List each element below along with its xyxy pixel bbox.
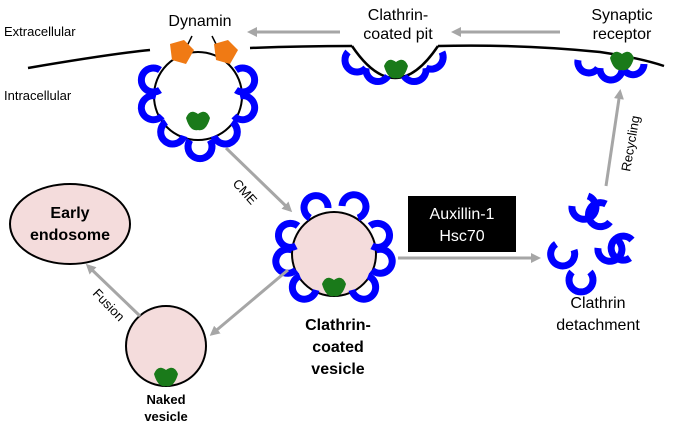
dynamin-icon-left [170, 40, 194, 64]
clathrin-coated-vesicle-label-2: coated [312, 339, 364, 356]
clathrin-detachment-label-2: detachment [556, 317, 640, 334]
clathrin-coated-pit-label-2: coated pit [363, 26, 433, 43]
naked-vesicle-label-1: Naked [146, 392, 185, 407]
recycling-label: Recycling [618, 114, 643, 172]
clathrin-coated-pit-label-1: Clathrin- [368, 7, 428, 24]
arrow-fusion [85, 263, 142, 318]
auxillin-label: Auxillin-1 [430, 206, 495, 223]
hsc70-label: Hsc70 [439, 228, 484, 245]
synaptic-receptor [574, 51, 648, 84]
clathrin-detachment-label-1: Clathrin [570, 295, 625, 312]
extracellular-label: Extracellular [4, 24, 76, 39]
clathrin-coated-vesicle [272, 191, 396, 303]
auxillin-hsc70-box: Auxillin-1 Hsc70 [408, 196, 516, 252]
receptor-icon [384, 59, 408, 79]
fusion-label: Fusion [90, 286, 128, 324]
clathrin-coated-pit [341, 49, 447, 85]
early-endosome-label-1: Early [50, 205, 89, 222]
naked-vesicle-label-2: vesicle [144, 409, 187, 424]
clathrin-coated-vesicle-label-3: vesicle [311, 361, 364, 378]
arrow-recycling [604, 89, 624, 187]
dynamin-group [170, 35, 238, 64]
receptor-icon [322, 277, 346, 297]
receptor-icon [154, 367, 178, 387]
arrow-to-naked-vesicle [209, 268, 289, 336]
naked-vesicle [125, 305, 207, 387]
arrow-cme [224, 146, 293, 213]
early-endosome-label-2: endosome [30, 227, 110, 244]
early-endosome: Early endosome [9, 183, 131, 265]
synaptic-receptor-label-2: receptor [593, 26, 652, 43]
cme-label: CME [230, 176, 261, 208]
budding-vesicle [137, 51, 259, 163]
dynamin-icon-right [214, 40, 238, 64]
receptor-icon [186, 111, 210, 131]
intracellular-label: Intracellular [4, 88, 72, 103]
synaptic-receptor-label-1: Synaptic [591, 7, 652, 24]
clathrin-coated-vesicle-label-1: Clathrin- [305, 317, 371, 334]
receptor-icon [610, 51, 634, 71]
dynamin-label: Dynamin [168, 13, 231, 30]
clathrin-fragments [547, 192, 635, 296]
